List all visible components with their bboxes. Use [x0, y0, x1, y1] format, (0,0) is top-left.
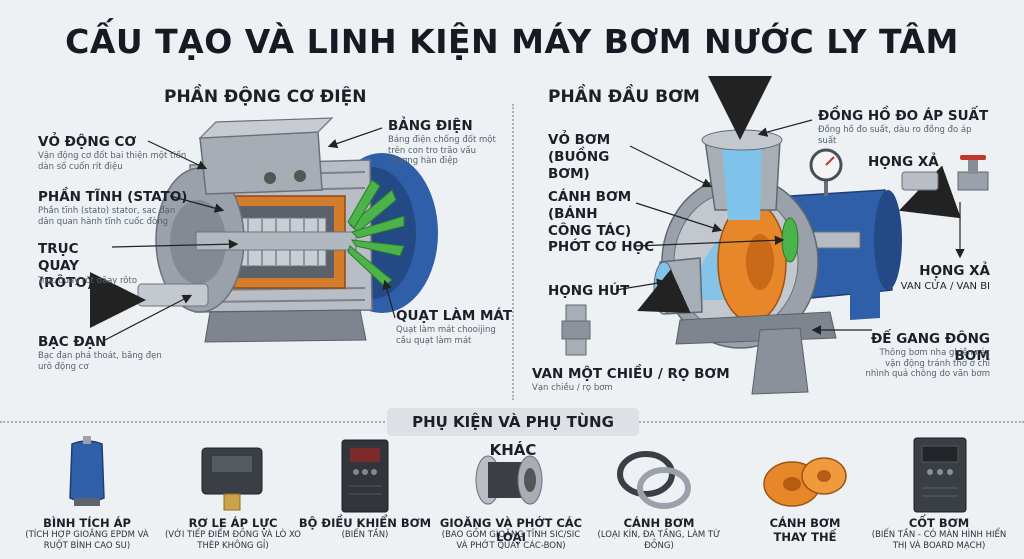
accessory-name: RƠ LE ÁP LỰC [188, 516, 278, 530]
replacement-impeller-icon [763, 457, 847, 507]
gasket-rings-icon [617, 451, 691, 509]
accessory-name: CỐT BƠM [908, 516, 970, 530]
check-valve-desc: Vạn chiều / rọ bơm [532, 383, 613, 393]
accessory-name: BỘ ĐIỀU KHIỂN BƠM [298, 516, 432, 530]
pump-heading: PHẦN ĐẦU BƠM [548, 87, 700, 107]
pressure-switch-icon [201, 447, 263, 511]
vfd-drive-icon [913, 437, 967, 513]
section-divider [512, 104, 514, 400]
accessory-item: BÌNH TÍCH ÁP (TÍCH HỢP GIOĂNG EPDM VÀ RU… [14, 436, 160, 559]
inlet-label: HỌNG HÚT [548, 283, 630, 299]
rotor-desc: Trục quay rốt oãay rôto [38, 276, 138, 286]
terminal-box-desc: Bảng điện chống đốt một trên con tro trã… [388, 135, 496, 166]
pressure-gauge-label: ĐỒNG HỒ ĐO ÁP SUẤT [818, 108, 989, 124]
bearing-desc: Bạc đạn phá thoát, băng đẹn urô động cơ [38, 351, 162, 372]
accessory-item: RƠ LE ÁP LỰC (VỚI TIẾP ĐIỂM ĐỒNG VÀ LÒ X… [160, 436, 306, 559]
pressure-gauge-desc: Đồng hồ đo suất, dàu ro đồng đo áp suất [818, 125, 972, 146]
accessory-item: CÁNH BƠM (LOẠI KÍN, ĐA TẦNG, LÀM TỪ ĐỒNG… [586, 436, 732, 559]
pump-base-label: ĐẾ GANG ĐÔNG BƠM [870, 331, 990, 364]
accessory-desc: (BIẾN TẦN) [341, 530, 389, 540]
gate-valve [957, 155, 989, 191]
check-valve [561, 304, 591, 356]
rotor-label: TRỤC QUAY (RÔTO) [38, 241, 93, 291]
accessory-desc: THAY THẾ [773, 530, 837, 544]
motor-housing-label: VỎ ĐỘNG CƠ [38, 134, 137, 150]
seal-kit-icon [475, 455, 543, 505]
outlet-pipe [901, 171, 939, 191]
accessories-heading: PHỤ KIỆN VÀ PHỤ TÙNG KHÁC [387, 408, 639, 459]
motor-housing-desc: Vận động cơ đốt bai thiện một tiến dàn s… [38, 151, 187, 172]
accessory-name: CÁNH BƠM [623, 516, 695, 530]
accessory-desc: (LOẠI KÍN, ĐA TẦNG, LÀM TỪ ĐỒNG) [597, 530, 721, 551]
outlet-label: HỌNG XẢ [868, 154, 939, 170]
accessory-name: BÌNH TÍCH ÁP [43, 516, 131, 530]
accessory-desc: (TÍCH HỢP GIOĂNG EPDM VÀ RUỘT BÌNH CAO S… [25, 530, 149, 551]
terminal-box [199, 131, 323, 195]
motor-illustration [90, 117, 438, 343]
stator-desc: Phần tĩnh (stato) stator, sac đạn dân qu… [38, 206, 176, 227]
check-valve-label: VAN MỘT CHIỀU / RỌ BƠM [532, 366, 730, 382]
motor-shaft [137, 283, 209, 307]
mechanical-seal-label: PHỚT CƠ HỌC [548, 239, 654, 255]
stator-label: PHẦN TĨNH (STATO) [38, 189, 188, 205]
cooling-fan-label: QUẠT LÀM MÁT [396, 308, 513, 324]
accessory-name: GIOĂNG VÀ PHỚT CÁC LOẠI [439, 516, 583, 544]
motor-heading: PHẦN ĐỘNG CƠ ĐIỆN [164, 87, 367, 107]
pump-controller-icon [341, 439, 389, 513]
cooling-fan [347, 179, 405, 287]
pump-casing-label: VỎ BƠM (BUỒNG BƠM) [548, 132, 611, 182]
accessory-item: CÁNH BƠM THAY THẾ [732, 436, 878, 559]
pump-base-desc: Thông bơm nha ghiền các vận động tránh t… [865, 348, 990, 379]
outlet-valve-desc: VAN CỬA / VAN BI [900, 281, 990, 292]
accessory-item: CỐT BƠM (BIẾN TẦN - CÓ MÀN HÌNH HIỂN THỊ… [866, 436, 1012, 559]
accessory-desc: (VỚI TIẾP ĐIỂM ĐỒNG VÀ LÒ XO THÉP KHÔNG … [164, 530, 301, 551]
bearing-label: BẠC ĐẠN [38, 334, 107, 350]
pump-illustration [561, 76, 989, 395]
accessory-desc: (BIẾN TẦN - CÓ MÀN HÌNH HIỂN THỊ VÀ BOAR… [871, 530, 1007, 551]
accessory-desc: (BAO GỒM GIOĂNG TĨNH SIC/SIC VÀ PHỚT QUA… [441, 530, 581, 551]
terminal-box-label: BẢNG ĐIỆN [388, 118, 473, 134]
impeller-label: CÁNH BƠM (BÁNH CÔNG TÁC) [548, 189, 632, 239]
accessory-item: GIOĂNG VÀ PHỚT CÁC LOẠI (BAO GỒM GIOĂNG … [438, 436, 584, 559]
accessory-name: CÁNH BƠM [769, 516, 841, 530]
pressure-tank-icon [69, 436, 105, 506]
cooling-fan-desc: Quạt làm mát chooijing cầu quạt làm mát [396, 325, 496, 346]
mechanical-seal [781, 217, 799, 263]
page-title: CẤU TẠO VÀ LINH KIỆN MÁY BƠM NƯỚC LY TÂM [65, 22, 959, 61]
outlet-valve-label: HỌNG XẢ [919, 263, 990, 279]
accessory-item: BỘ ĐIỀU KHIỂN BƠM (BIẾN TẦN) [292, 436, 438, 559]
